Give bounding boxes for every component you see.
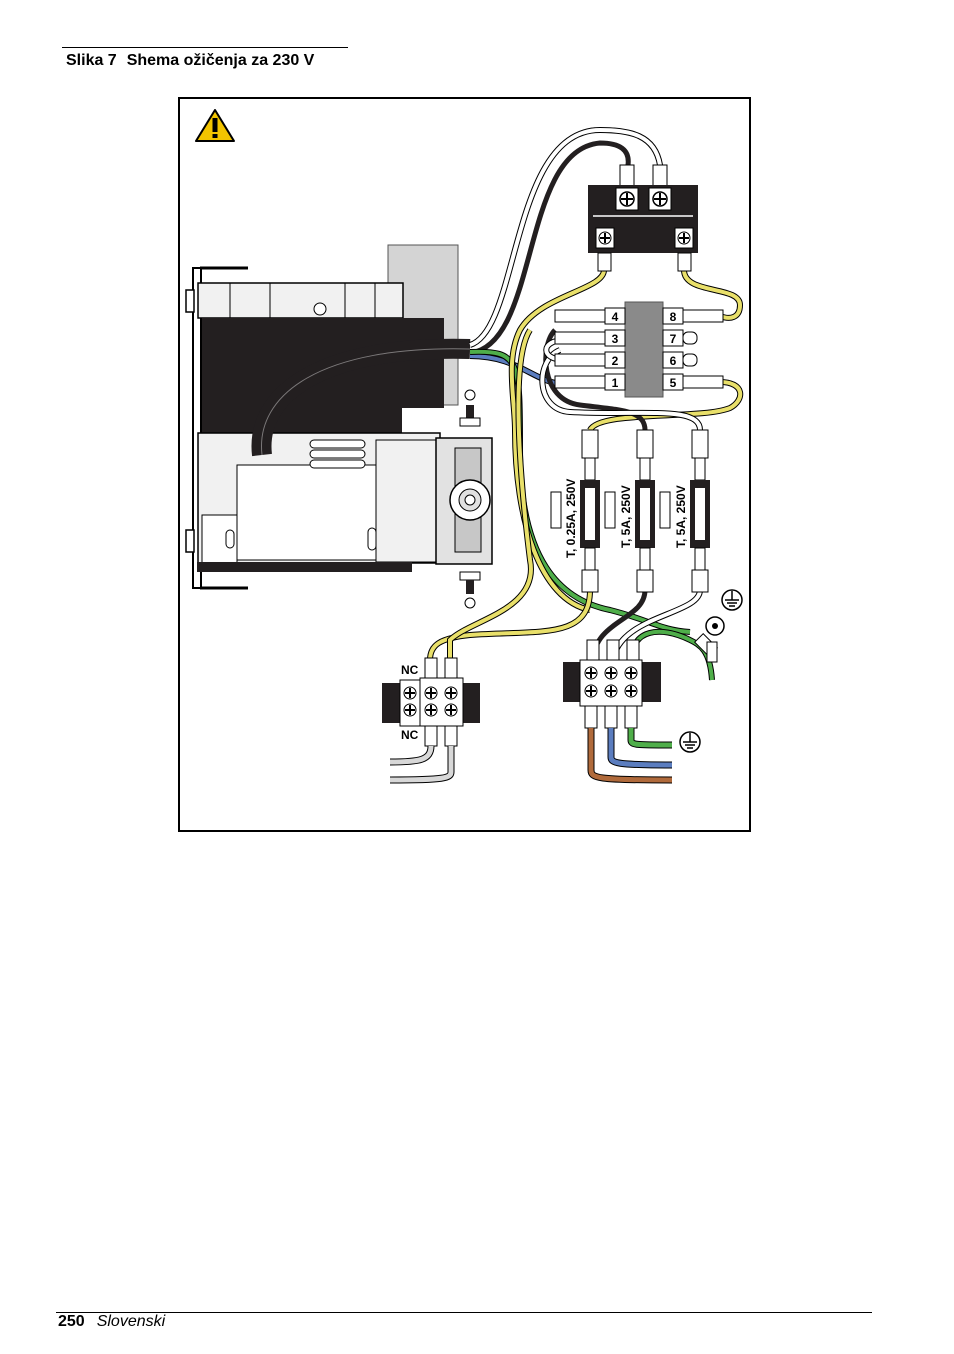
page-number: 250 bbox=[58, 1313, 85, 1330]
fuse-2-label: T, 5A, 250V bbox=[619, 485, 633, 548]
pump-power-cable bbox=[251, 338, 471, 457]
fuse-3: T, 5A, 250V bbox=[659, 429, 710, 593]
footer-language: Slovenski bbox=[96, 1313, 166, 1330]
caption-rule bbox=[62, 47, 348, 48]
figure-caption: Slika 7 Shema ožičenja za 230 V bbox=[66, 52, 314, 70]
fuse-1: T, 0.25A, 250V bbox=[550, 429, 600, 593]
svg-text:2: 2 bbox=[612, 354, 619, 368]
ground-ring-terminal bbox=[693, 616, 725, 663]
svg-text:3: 3 bbox=[612, 332, 619, 346]
ground-icon bbox=[721, 589, 743, 611]
fuse-1-label: T, 0.25A, 250V bbox=[564, 479, 578, 558]
svg-text:5: 5 bbox=[670, 376, 677, 390]
nc-label-bottom: NC bbox=[401, 728, 419, 742]
svg-text:4: 4 bbox=[612, 310, 619, 324]
relay-terminal-5: 5 bbox=[662, 373, 724, 391]
fuse-2: T, 5A, 250V bbox=[604, 429, 655, 593]
footer-rule bbox=[56, 1312, 872, 1313]
page-footer: 250 Slovenski bbox=[58, 1313, 165, 1331]
relay-terminal-3: 3 bbox=[554, 329, 626, 347]
pump-assembly bbox=[185, 266, 493, 609]
nc-terminal-block: NC NC bbox=[382, 657, 480, 747]
relay-terminal-4: 4 bbox=[554, 307, 626, 325]
top-terminal-block bbox=[588, 164, 698, 272]
relay-terminal-7: 7 bbox=[662, 329, 698, 347]
relay-terminal-1: 1 bbox=[554, 373, 626, 391]
main-terminal-block bbox=[563, 639, 661, 729]
relay-block: 4 3 2 1 8 7 6 bbox=[554, 301, 724, 398]
figure-title: Shema ožičenja za 230 V bbox=[126, 52, 315, 69]
relay-terminal-6: 6 bbox=[662, 351, 698, 369]
ground-icon-mains bbox=[679, 731, 701, 753]
svg-text:7: 7 bbox=[670, 332, 677, 346]
warning-triangle-icon bbox=[195, 109, 235, 142]
relay-terminal-2: 2 bbox=[554, 351, 626, 369]
relay-terminal-8: 8 bbox=[662, 307, 724, 325]
fuse-3-label: T, 5A, 250V bbox=[674, 485, 688, 548]
svg-text:1: 1 bbox=[612, 376, 619, 390]
nc-label-top: NC bbox=[401, 663, 419, 677]
svg-text:8: 8 bbox=[670, 310, 677, 324]
svg-text:6: 6 bbox=[670, 354, 677, 368]
figure-number: Slika 7 bbox=[66, 52, 117, 69]
